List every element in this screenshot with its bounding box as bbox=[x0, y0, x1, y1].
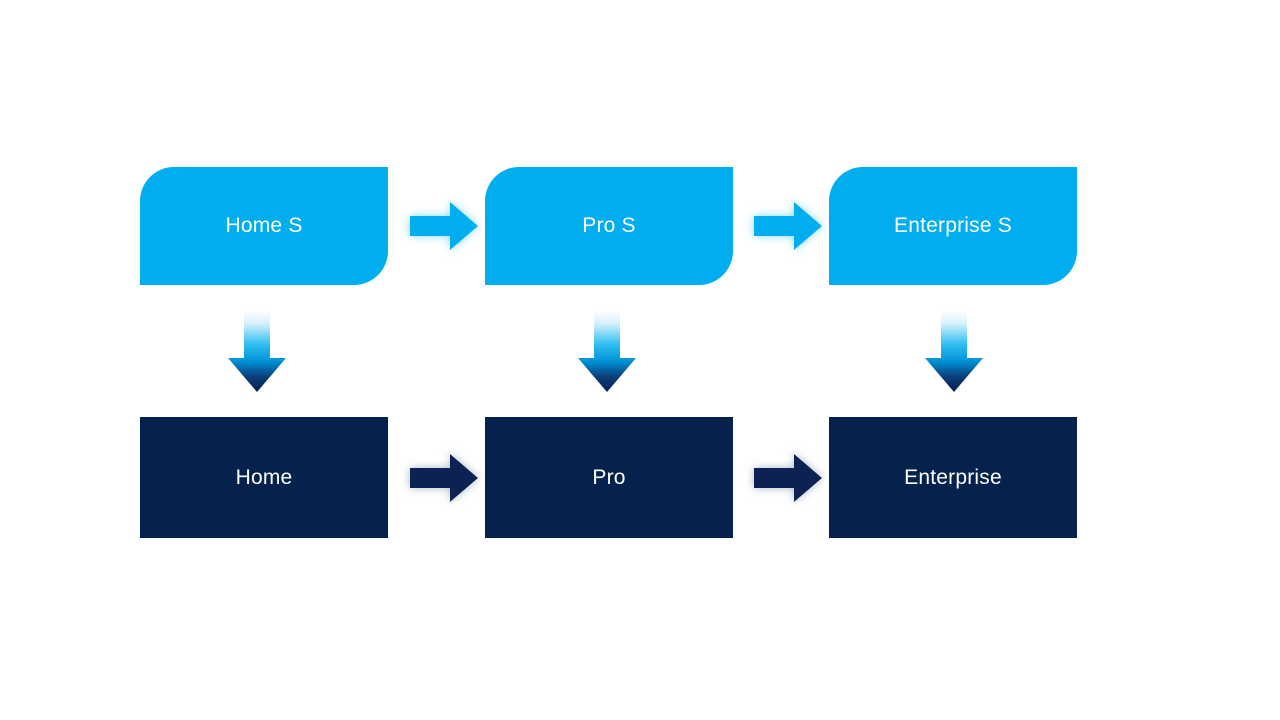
arrow-right-icon-service-2 bbox=[754, 201, 822, 251]
node-home-s[interactable]: Home S bbox=[140, 167, 388, 285]
arrow-down-icon-home bbox=[228, 310, 286, 392]
node-label: Home S bbox=[225, 214, 303, 238]
arrow-down-icon-enterprise bbox=[925, 310, 983, 392]
arrow-right-icon-service-1 bbox=[410, 201, 478, 251]
node-label: Pro bbox=[592, 465, 626, 489]
node-label: Enterprise bbox=[904, 465, 1002, 489]
node-label: Enterprise S bbox=[894, 214, 1012, 238]
arrow-down-icon-pro bbox=[578, 310, 636, 392]
node-enterprise-s[interactable]: Enterprise S bbox=[829, 167, 1077, 285]
arrow-right-icon-product-2 bbox=[754, 453, 822, 503]
node-label: Pro S bbox=[582, 214, 636, 238]
arrow-right-icon-product-1 bbox=[410, 453, 478, 503]
node-enterprise[interactable]: Enterprise bbox=[829, 417, 1077, 538]
node-pro-s[interactable]: Pro S bbox=[485, 167, 733, 285]
node-home[interactable]: Home bbox=[140, 417, 388, 538]
node-label: Home bbox=[235, 465, 293, 489]
node-pro[interactable]: Pro bbox=[485, 417, 733, 538]
